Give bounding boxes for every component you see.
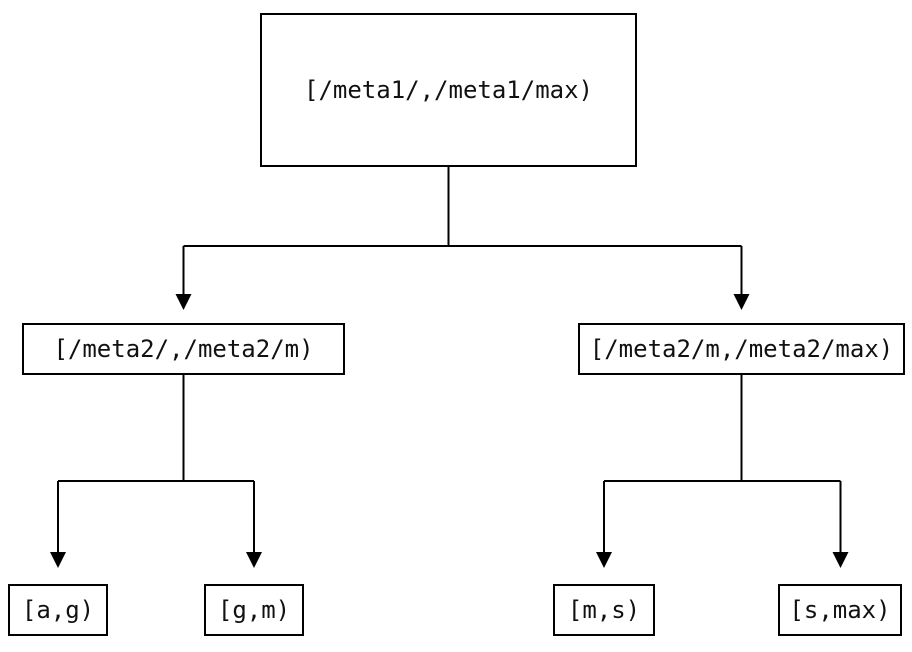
arrow-down-icon (246, 552, 262, 568)
node-root-interval: [/meta1/,/meta1/max) (260, 13, 637, 167)
arrow-down-icon (832, 552, 849, 568)
arrow-down-icon (596, 552, 612, 568)
arrow-down-icon (50, 552, 66, 568)
leaf-node-s-max: [s,max) (778, 584, 902, 636)
leaf-node-a-g: [a,g) (8, 584, 108, 636)
leaf-node-m-s: [m,s) (553, 584, 655, 636)
node-meta2-lower-interval: [/meta2/,/meta2/m) (22, 323, 345, 375)
node-meta2-upper-interval: [/meta2/m,/meta2/max) (578, 323, 905, 375)
arrow-down-icon (733, 294, 750, 310)
leaf-node-g-m: [g,m) (204, 584, 304, 636)
arrow-down-icon (175, 294, 192, 310)
